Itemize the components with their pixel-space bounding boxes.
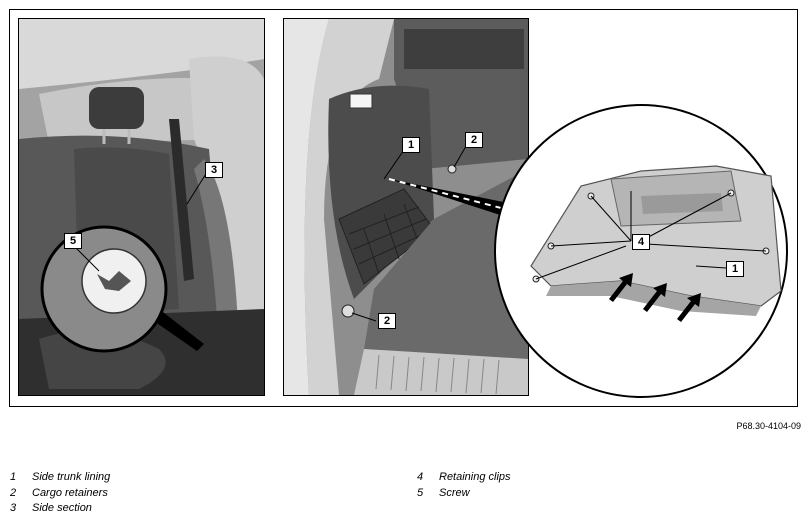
figure-frame: 3 5 <box>9 9 798 407</box>
legend-right: 4 Retaining clips 5 Screw <box>417 471 511 502</box>
legend-number: 2 <box>10 486 17 499</box>
legend-number: 4 <box>417 471 424 483</box>
callout-3: 3 <box>205 162 223 178</box>
callout-2-bottom: 2 <box>378 313 396 329</box>
callout-4: 4 <box>632 234 650 250</box>
detail-magnified-view: 4 1 <box>491 101 791 401</box>
legend-number: 5 <box>417 486 424 499</box>
legend-number: 1 <box>10 471 17 483</box>
photo-rear-seat: 3 5 <box>18 18 265 396</box>
legend-item: 5 Screw <box>417 487 511 503</box>
legend-number: 3 <box>10 502 17 514</box>
legend-text: Retaining clips <box>439 471 511 483</box>
rear-seat-illustration <box>19 19 264 395</box>
part-number: P68.30-4104-09 <box>736 421 801 431</box>
legend-text: Side section <box>32 502 92 514</box>
trunk-illustration <box>284 19 528 395</box>
legend-text: Cargo retainers <box>32 486 108 499</box>
legend-item: 1 Side trunk lining <box>10 471 110 487</box>
callout-1-trunk: 1 <box>402 137 420 153</box>
legend-left: 1 Side trunk lining 2 Cargo retainers 3 Sid… <box>10 471 110 518</box>
legend-text: Screw <box>439 486 470 499</box>
legend-item: 3 Side section <box>10 502 110 518</box>
legend-item: 4 Retaining clips <box>417 471 511 487</box>
callout-1-detail: 1 <box>726 261 744 277</box>
photo-trunk: 1 2 2 <box>283 18 529 396</box>
legend-item: 2 Cargo retainers <box>10 487 110 503</box>
callout-2-top: 2 <box>465 132 483 148</box>
callout-5: 5 <box>64 233 82 249</box>
side-lining-detail-illustration <box>494 104 788 398</box>
legend-text: Side trunk lining <box>32 471 111 483</box>
